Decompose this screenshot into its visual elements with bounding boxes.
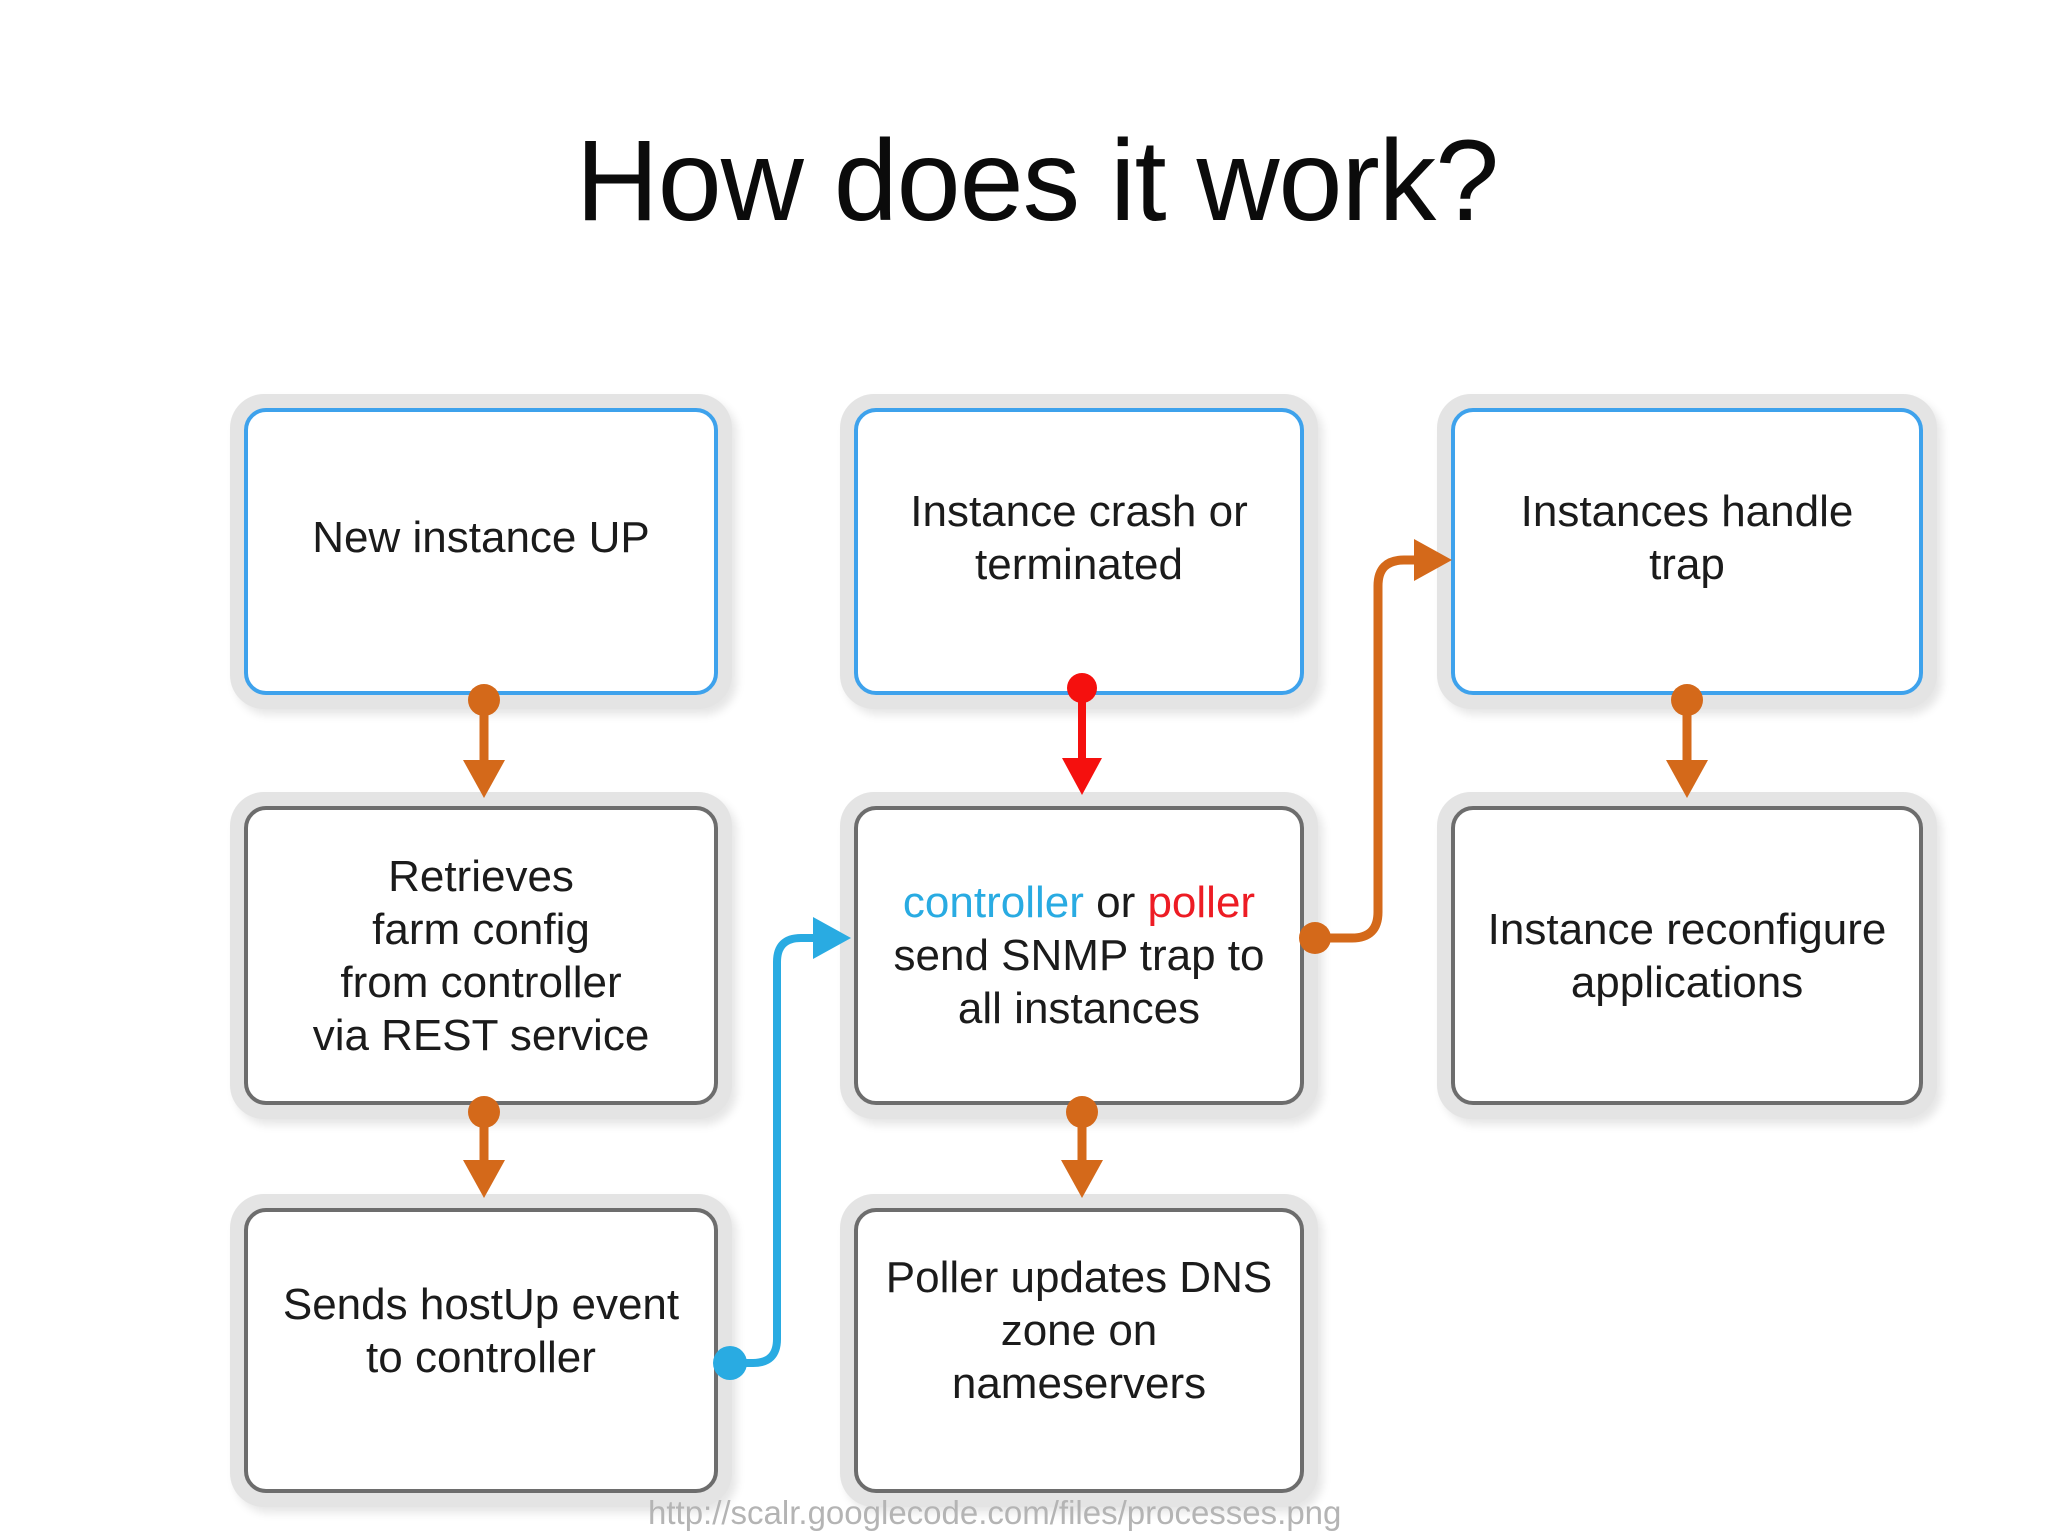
arrow-retrieves-to-sends-hostup (463, 1096, 505, 1198)
image-source-url: http://scalr.googlecode.com/files/proces… (648, 1494, 1342, 1531)
arrow-handle-trap-to-reconfigure (1666, 684, 1708, 798)
arrow-snmp-to-poller-updates (1061, 1096, 1103, 1198)
node-new-instance-up: New instance UP (230, 394, 732, 709)
arrow-snmp-to-handle-trap (1299, 539, 1452, 954)
node-new-instance-up-label: New instance UP (244, 408, 718, 695)
arrow-sends-hostup-to-snmp (713, 917, 851, 1380)
slide-title: How does it work? (575, 117, 1500, 245)
arrow-crash-to-snmp (1062, 673, 1102, 795)
arrow-new-instance-to-retrieves (463, 684, 505, 798)
